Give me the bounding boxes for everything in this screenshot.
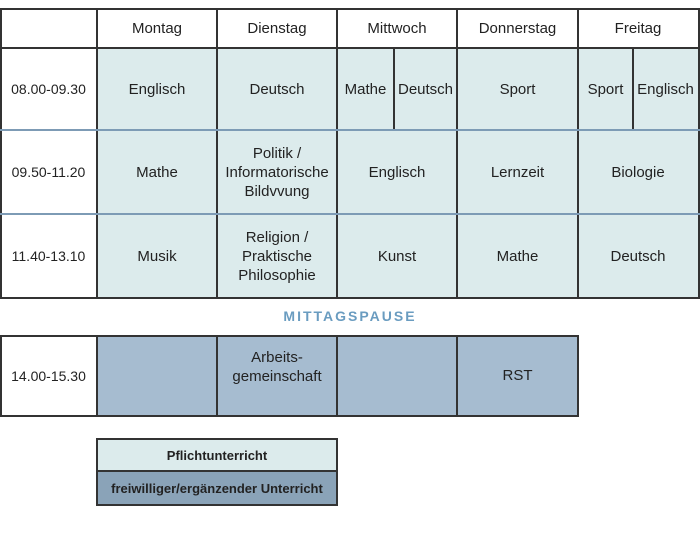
lesson-fr-3: Deutsch [578,214,698,298]
lesson-mo-1: Englisch [97,48,217,130]
day-header-montag: Montag [97,8,217,48]
day-header-donnerstag: Donnerstag [457,8,578,48]
lesson-do-4: RST [457,336,578,416]
pm-divider-2 [216,335,218,417]
lesson-mi-1b: Deutsch [394,48,457,130]
day-header-dienstag: Dienstag [217,8,337,48]
table-border-left [0,8,2,299]
col-divider-4 [456,8,458,299]
day-header-freitag: Freitag [578,8,698,48]
time-slot-2: 09.50-11.20 [0,130,97,214]
lesson-di-1: Deutsch [217,48,337,130]
legend-required: Pflichtunterricht [98,440,336,472]
table-border-top [0,8,700,10]
pm-border-top [0,335,579,337]
lesson-do-3: Mathe [457,214,578,298]
pm-divider-1 [96,335,98,417]
lesson-mi-3: Kunst [337,214,457,298]
lesson-mo-3: Musik [97,214,217,298]
lesson-mi-4 [337,336,457,416]
lesson-fr-2: Biologie [578,130,698,214]
header-bottom-line [0,47,700,49]
mittwoch-split-line [393,48,395,130]
pm-divider-4 [456,335,458,417]
lesson-fr-1b: Englisch [633,48,698,130]
lesson-do-2: Lernzeit [457,130,578,214]
lesson-mi-1a: Mathe [337,48,394,130]
pm-border-bottom [0,415,579,417]
pm-border-left [0,335,2,417]
lesson-di-4: Arbeits- gemeinschaft [217,336,337,416]
time-slot-1: 08.00-09.30 [0,48,97,130]
row-divider-1 [0,129,700,131]
legend: Pflichtunterricht freiwilliger/ergänzend… [96,438,338,506]
lesson-di-3: Religion / Praktische Philosophie [217,214,337,298]
header-corner [0,8,97,48]
lesson-do-1: Sport [457,48,578,130]
lesson-mi-2: Englisch [337,130,457,214]
col-divider-3 [336,8,338,48]
time-slot-4: 14.00-15.30 [0,336,97,416]
lesson-di-2: Politik / Informatorische Bildvvung [217,130,337,214]
pm-divider-3 [336,335,338,417]
table-border-bottom [0,297,700,299]
lesson-fr-1a: Sport [578,48,633,130]
lunch-break-label: MITTAGSPAUSE [283,308,417,324]
col-divider-1 [96,8,98,299]
col-divider-3-body [336,48,338,298]
pm-border-right [577,335,579,417]
table-border-right [698,8,700,299]
legend-optional: freiwilliger/ergänzender Unterricht [98,472,336,504]
day-header-mittwoch: Mittwoch [337,8,457,48]
row-divider-2 [0,213,700,215]
col-divider-2-body [216,48,218,298]
col-divider-5 [577,8,579,299]
col-divider-2 [216,8,218,48]
lesson-mo-4 [97,336,217,416]
lesson-mo-2: Mathe [97,130,217,214]
time-slot-3: 11.40-13.10 [0,214,97,298]
freitag-split-line [632,48,634,130]
